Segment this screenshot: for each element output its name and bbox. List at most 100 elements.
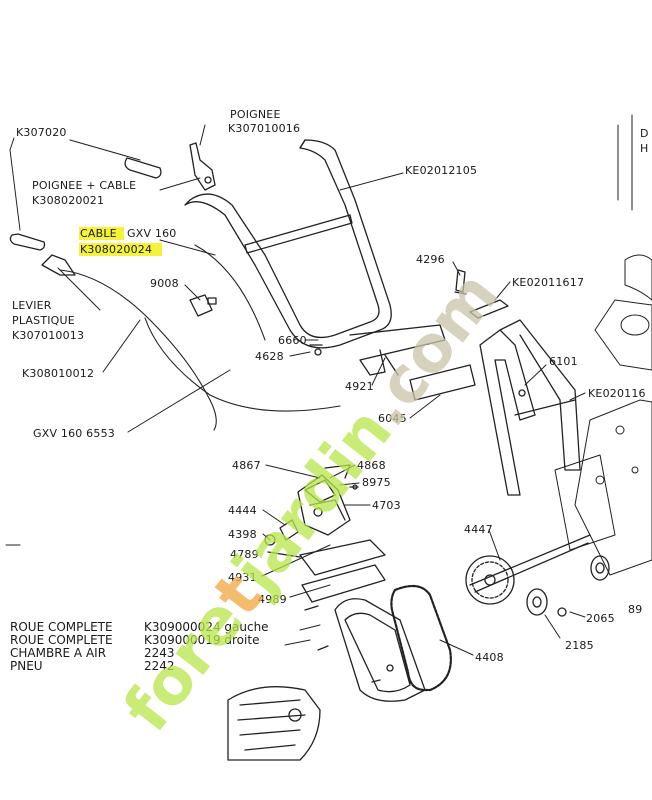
leader-line: [261, 544, 331, 577]
leader-line: [544, 614, 561, 639]
leader-line: [284, 639, 311, 646]
bracket-icon: [479, 319, 581, 496]
bolt-icon: [304, 605, 319, 611]
cable-icon: [194, 244, 266, 341]
leader-line: [262, 509, 286, 526]
leader-line: [289, 351, 311, 357]
part-label: 4398: [228, 528, 257, 541]
bracket-icon: [469, 299, 509, 319]
part-label: K307010013: [12, 329, 85, 342]
leader-line: [299, 624, 321, 631]
bracket-icon: [590, 555, 610, 581]
bolt-icon: [349, 484, 359, 490]
part-label: 9008: [150, 277, 179, 290]
leader-line: [569, 392, 586, 401]
bolt-icon: [454, 269, 467, 295]
part-label: 8975: [362, 476, 391, 489]
part-label: LEVIER: [12, 299, 52, 312]
part-label: H: [640, 142, 649, 155]
bolt-icon: [264, 534, 301, 558]
cable-icon: [59, 269, 217, 431]
gearbox-icon: [297, 464, 351, 536]
sprocket-icon: [465, 555, 515, 605]
bracket-icon: [299, 539, 386, 603]
part-label: 4703: [372, 499, 401, 512]
part-label: CABLE: [80, 227, 117, 240]
part-label: GXV 160: [127, 227, 177, 240]
leader-line: [9, 137, 21, 231]
part-label: K308020024: [80, 243, 153, 256]
part-label: 2185: [565, 639, 594, 652]
handle-grip-icon: [9, 157, 162, 251]
part-label: 4296: [416, 253, 445, 266]
part-label: PLASTIQUE: [12, 314, 75, 327]
wheel-icon: [227, 686, 321, 761]
bracket-icon: [349, 324, 446, 376]
chain-icon: [390, 584, 452, 692]
cable-label-highlight: [79, 227, 124, 240]
bracket-icon: [526, 588, 548, 616]
part-label: K307010016: [228, 122, 301, 135]
leader-line: [488, 529, 501, 561]
bracket-icon: [279, 519, 299, 541]
part-label: 4989: [258, 593, 287, 606]
part-label: 4628: [255, 350, 284, 363]
part-label: 89: [628, 603, 643, 616]
part-label: 4789: [230, 548, 259, 561]
leader-line: [159, 177, 201, 191]
bracket-icon: [409, 364, 476, 401]
part-label: KE02012105: [405, 164, 478, 177]
handlebar-frame-icon: [184, 139, 392, 349]
leader-line: [439, 639, 474, 656]
leader-line: [199, 124, 206, 146]
bracket-icon: [189, 294, 217, 317]
leader-line: [265, 464, 321, 479]
leader-line: [102, 319, 141, 373]
part-label: POIGNEE + CABLE: [32, 179, 137, 192]
leader-line: [329, 464, 356, 479]
part-label: 6660: [278, 334, 307, 347]
part-label: 6045: [378, 412, 407, 425]
part-label: K307020: [16, 126, 67, 139]
part-label: POIGNEE: [230, 108, 281, 121]
part-label: 6101: [549, 355, 578, 368]
part-label: KE02011617: [512, 276, 585, 289]
bolt-icon: [317, 645, 381, 683]
part-label: 4447: [464, 523, 493, 536]
part-label: KE020116: [588, 387, 646, 400]
part-label: 4868: [357, 459, 386, 472]
leader-line: [569, 611, 586, 618]
part-label: K308020021: [32, 194, 105, 207]
leader-line: [339, 482, 360, 486]
leader-line: [127, 369, 231, 433]
part-label: K308010012: [22, 367, 95, 380]
leader-line: [524, 364, 547, 386]
leader-line: [289, 584, 331, 598]
part-label: 4444: [228, 504, 257, 517]
cable-icon: [144, 317, 341, 412]
bolt-icon: [309, 344, 323, 356]
part-label: 4408: [475, 651, 504, 664]
chain-case: [334, 598, 426, 702]
leader-line: [409, 394, 441, 419]
part-label: D: [640, 127, 649, 140]
part-label: 4921: [345, 380, 374, 393]
throttle-lever-icon: [189, 142, 216, 191]
engine-block: [554, 114, 652, 576]
leader-line: [452, 261, 461, 276]
part-number-highlight: [79, 243, 162, 256]
throttle-lever-icon: [41, 254, 76, 276]
axle: [469, 534, 591, 593]
part-label: 4867: [232, 459, 261, 472]
part-label: 4931: [228, 571, 257, 584]
part-label: 2065: [586, 612, 615, 625]
bolt-icon: [557, 607, 567, 617]
leader-line: [69, 139, 141, 161]
